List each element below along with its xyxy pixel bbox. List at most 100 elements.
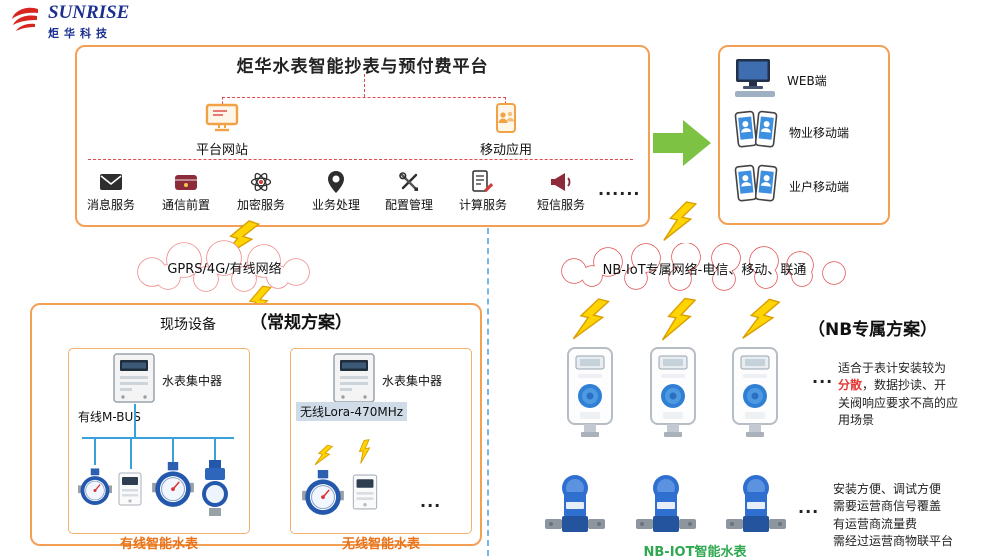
mobile-app-icon	[491, 103, 521, 137]
note-text: ，数据抄读、开关阀响应要求不高的应用场景	[838, 378, 959, 428]
note-line: 有运营商流量费	[833, 516, 918, 531]
client-row-web: WEB端	[733, 58, 827, 102]
bus-line	[134, 404, 136, 437]
wireless-bus-label: 无线Lora-470MHz	[296, 402, 408, 421]
dashed-divider	[88, 159, 633, 160]
valve-meter-icon	[724, 472, 788, 542]
lightning-icon	[313, 443, 334, 473]
nb-scheme-label: （NB专属方案）	[808, 320, 938, 340]
nbiot-cloud-label: NB-IoT专属网络-电信、移动、联通	[602, 263, 807, 279]
service-item: 短信服务	[529, 168, 593, 213]
desktop-icon	[733, 58, 777, 102]
dashed-connector	[222, 97, 223, 104]
wired-bus-label: 有线M-BUS	[78, 410, 141, 424]
nb-note-1: 适合于表计安装较为分散，数据抄读、开关阀响应要求不高的应用场景	[838, 360, 958, 430]
platform-website-label: 平台网站	[195, 143, 248, 158]
service-label: 加密服务	[236, 198, 285, 212]
wall-unit-icon	[118, 472, 142, 510]
wireless-concentrator-label: 水表集中器	[382, 374, 443, 388]
client-row-property: 物业移动端	[733, 108, 849, 156]
nbiot-cloud: NB-IoT专属网络-电信、移动、联通	[542, 242, 867, 291]
note-line: 需经过运营商物联平台	[833, 534, 954, 549]
dashed-connector	[505, 97, 506, 104]
logo: SUNRISE 炬华科技	[8, 3, 129, 41]
gprs-cloud: GPRS/4G/有线网络	[122, 240, 327, 292]
location-pin-icon	[304, 168, 368, 196]
note-line: 需要运营商信号覆盖	[833, 499, 942, 514]
service-item: 计算服务	[451, 168, 515, 213]
nb-valves-ellipsis: ...	[798, 498, 820, 517]
service-label: 通信前置	[161, 198, 210, 212]
lightning-icon	[660, 294, 697, 350]
note-text: 适合于表计安装较为	[838, 361, 947, 375]
nb-meter-caption: NB-IOT智能水表	[643, 545, 747, 557]
concentrator-icon	[112, 352, 156, 408]
client-label: WEB端	[787, 73, 827, 88]
wired-meter-caption: 有线智能水表	[119, 537, 198, 552]
service-label: 计算服务	[458, 198, 507, 212]
lightning-icon	[356, 438, 374, 468]
bus-drop	[130, 437, 132, 469]
section-divider	[487, 228, 489, 556]
platform-box	[75, 45, 650, 227]
water-meter-icon	[152, 462, 194, 514]
sunrise-swoosh-icon	[8, 3, 42, 41]
wallet-icon	[154, 168, 218, 196]
logo-brand: SUNRISE	[48, 2, 130, 23]
concentrator-icon	[332, 352, 376, 408]
service-item: 加密服务	[229, 168, 293, 213]
dashed-connector	[364, 74, 365, 97]
nb-meter-icon	[563, 346, 617, 442]
wireless-meters-ellipsis: ...	[420, 492, 442, 511]
service-label: 业务处理	[311, 198, 360, 212]
platform-title: 炬华水表智能抄表与预付费平台	[236, 57, 489, 77]
client-label: 业户移动端	[789, 179, 850, 194]
conventional-scheme-label: （常规方案）	[250, 313, 352, 333]
water-meter-icon	[302, 470, 344, 522]
logo-subtitle: 炬华科技	[48, 27, 112, 40]
valve-meter-icon	[543, 472, 607, 542]
field-title: 现场设备	[160, 317, 216, 333]
service-label: 短信服务	[536, 198, 585, 212]
wired-concentrator-label: 水表集中器	[162, 374, 223, 388]
document-pencil-icon	[451, 168, 515, 196]
water-meter-icon	[78, 468, 112, 512]
valve-meter-icon	[634, 472, 698, 542]
service-item: 消息服务	[79, 168, 143, 213]
green-arrow-icon	[653, 120, 711, 170]
lightning-icon	[739, 293, 781, 351]
mobile-app-label: 移动应用	[479, 143, 532, 158]
bus-line	[82, 437, 234, 439]
service-item: 通信前置	[154, 168, 218, 213]
bus-drop	[94, 437, 96, 465]
service-item: 配置管理	[377, 168, 441, 213]
wall-unit-icon	[352, 474, 378, 514]
gprs-cloud-label: GPRS/4G/有线网络	[167, 262, 282, 278]
client-row-tenant: 业户移动端	[733, 162, 849, 210]
nb-meter-icon	[728, 346, 782, 442]
megaphone-icon	[529, 168, 593, 196]
bus-drop	[214, 437, 216, 460]
mobile-phones-icon	[733, 162, 779, 210]
vertical-meter-icon	[200, 460, 230, 520]
service-label: 配置管理	[384, 198, 433, 212]
note-highlight: 分散	[838, 378, 863, 393]
monitor-icon	[205, 103, 239, 137]
envelope-icon	[79, 168, 143, 196]
lightning-icon	[570, 293, 611, 350]
services-ellipsis: ......	[598, 180, 641, 199]
bus-drop	[172, 437, 174, 462]
client-label: 物业移动端	[789, 125, 850, 140]
platform-website-group: 平台网站	[188, 103, 256, 158]
mobile-app-group: 移动应用	[472, 103, 540, 158]
nb-meter-icon	[646, 346, 700, 442]
nb-meters-ellipsis: ...	[812, 368, 834, 387]
service-item: 业务处理	[304, 168, 368, 213]
dashed-connector	[222, 97, 506, 98]
nb-note-2: 安装方便、调试方便 需要运营商信号覆盖 有运营商流量费 需经过运营商物联平台	[833, 481, 995, 551]
wireless-meter-caption: 无线智能水表	[341, 537, 420, 552]
note-line: 安装方便、调试方便	[833, 482, 942, 496]
service-label: 消息服务	[86, 198, 135, 212]
lightning-icon	[659, 197, 698, 250]
